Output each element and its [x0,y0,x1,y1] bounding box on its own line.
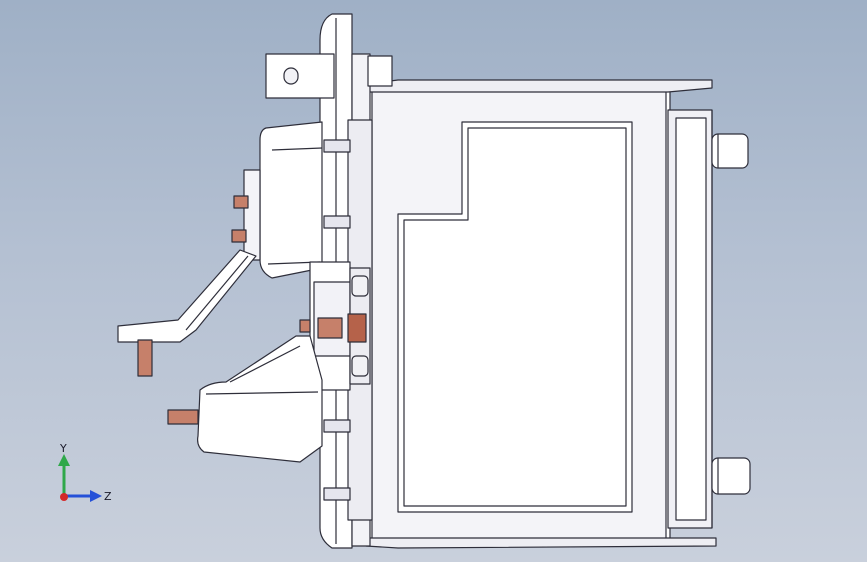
slot-hole [283,67,299,85]
main-housing-body[interactable] [365,79,717,549]
y-axis-label: Y [59,442,67,455]
upper-terminal-pin-1[interactable] [233,195,249,209]
lower-terminal-housing[interactable] [197,335,323,463]
bent-bracket[interactable] [117,249,257,343]
upper-terminal-pin-2[interactable] [231,229,247,243]
right-boss-bottom[interactable] [711,457,751,495]
end-plate[interactable] [667,109,713,529]
z-axis-arrow [90,490,102,502]
bracket-pin[interactable] [137,339,153,377]
center-hex-nut[interactable] [299,313,367,343]
lower-terminal-pin[interactable] [167,409,199,425]
y-axis-arrow [58,454,70,466]
z-axis-label: Z [104,490,112,503]
mounting-ear[interactable] [265,53,335,99]
right-boss-top[interactable] [711,133,749,169]
coordinate-triad-icon: Y Z [58,442,112,503]
center-washer-bottom[interactable] [351,355,369,377]
x-axis-origin-dot [60,493,68,501]
center-washer-top[interactable] [351,275,369,297]
upper-terminal-housing[interactable] [243,121,323,279]
